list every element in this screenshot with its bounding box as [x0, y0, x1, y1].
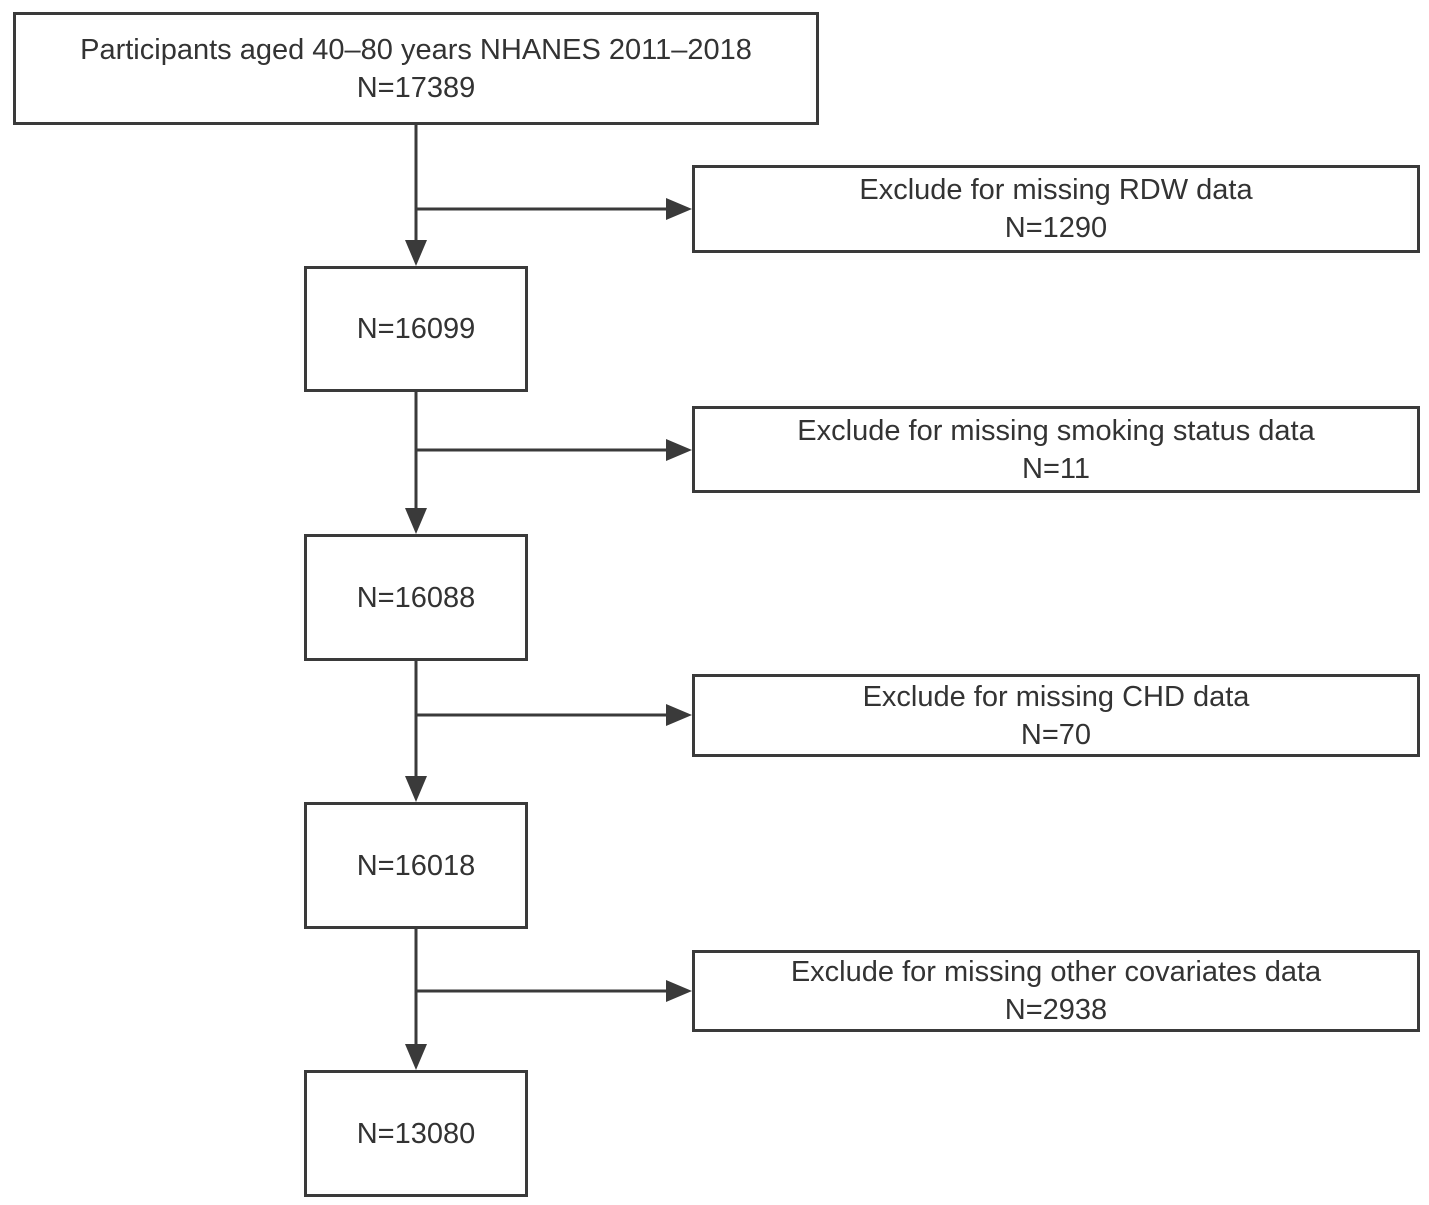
- remaining-count-1: N=16099: [356, 313, 476, 345]
- arrowhead-right-2: [666, 439, 692, 461]
- remaining-box-2: N=16088: [304, 534, 528, 661]
- exclusion-count-1: N=1290: [1004, 212, 1108, 244]
- remaining-count-3: N=16018: [356, 849, 476, 882]
- exclusion-box-3: Exclude for missing CHD data N=70: [692, 674, 1420, 757]
- exclusion-label-2: Exclude for missing smoking status data: [797, 414, 1315, 447]
- exclusion-box-2: Exclude for missing smoking status data …: [692, 406, 1420, 493]
- exclusion-count-2: N=11: [1022, 452, 1090, 485]
- arrowhead-down-1: [405, 240, 427, 266]
- start-box-title: Participants aged 40–80 years NHANES 201…: [80, 33, 752, 66]
- remaining-box-1: N=16099: [304, 266, 528, 392]
- remaining-box-3: N=16018: [304, 802, 528, 929]
- arrowhead-down-4: [405, 1044, 427, 1070]
- arrowhead-down-2: [405, 508, 427, 534]
- exclusion-box-4: Exclude for missing other covariates dat…: [692, 950, 1420, 1032]
- exclusion-label-3: Exclude for missing CHD data: [862, 680, 1250, 713]
- remaining-count-2: N=16088: [356, 581, 476, 614]
- arrowhead-down-3: [405, 776, 427, 802]
- exclusion-box-1: Exclude for missing RDW data N=1290: [692, 165, 1420, 253]
- arrowhead-right-1: [666, 198, 692, 220]
- exclusion-count-4: N=2938: [1004, 994, 1108, 1026]
- arrowhead-right-3: [666, 704, 692, 726]
- exclusion-label-1: Exclude for missing RDW data: [859, 174, 1253, 206]
- arrowhead-right-4: [666, 980, 692, 1002]
- remaining-count-4: N=13080: [356, 1117, 476, 1150]
- start-box-count: N=17389: [356, 71, 476, 104]
- exclusion-label-4: Exclude for missing other covariates dat…: [790, 956, 1322, 988]
- remaining-box-4: N=13080: [304, 1070, 528, 1197]
- exclusion-count-3: N=70: [1020, 718, 1092, 751]
- start-box: Participants aged 40–80 years NHANES 201…: [13, 12, 819, 125]
